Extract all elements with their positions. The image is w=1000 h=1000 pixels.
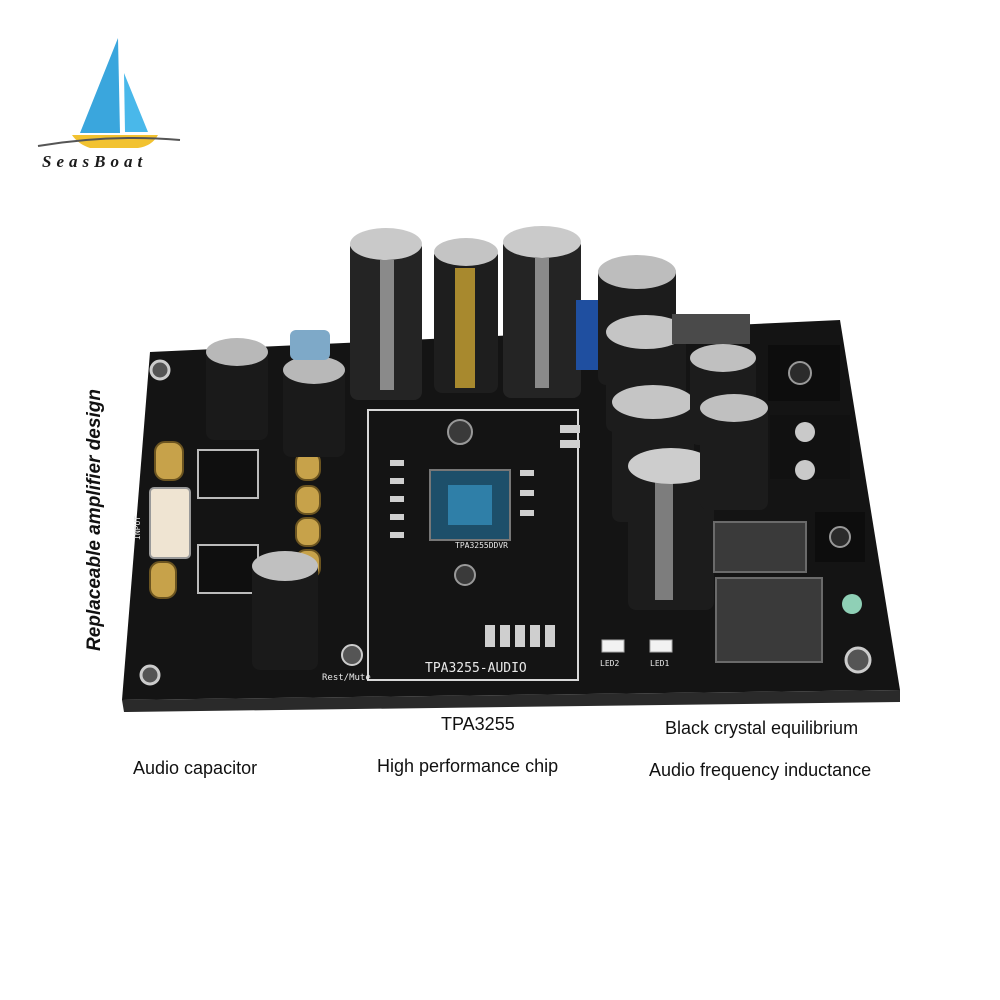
chip-silkscreen-frame [367, 409, 579, 681]
input-label: INPUT [133, 516, 142, 540]
tpa3255-chip-die [448, 485, 492, 525]
caption-inductance-title: Black crystal equilibrium [665, 718, 859, 738]
audio-inductors [672, 314, 823, 663]
brand-logo [37, 38, 181, 148]
led [601, 639, 625, 653]
pcb-edge [122, 690, 900, 712]
electrolytic-capacitors-left [206, 330, 345, 670]
board-silkscreen-name: TPA3255-AUDIO [425, 661, 527, 676]
brand-name: SeasBoat [42, 152, 148, 171]
led2-label: LED2 [600, 659, 619, 668]
blue-capacitor [576, 300, 600, 370]
electrolytic-capacitors-right [598, 255, 768, 610]
smd-components [390, 425, 580, 647]
logo-wave [37, 137, 181, 147]
power-capacitors [350, 226, 581, 400]
input-connector [149, 487, 191, 559]
audio-capacitors-small [149, 441, 321, 599]
opamp-chip [197, 449, 259, 499]
output-terminals [768, 345, 865, 614]
mount-hole [149, 359, 171, 381]
caption-chip-title: TPA3255 [441, 714, 515, 734]
chip-hole [454, 564, 476, 586]
opamp-chip [197, 544, 259, 594]
reset-mute-button [341, 644, 363, 666]
led1-label: LED1 [650, 659, 669, 668]
logo-sail-main [80, 38, 120, 133]
mount-hole [139, 664, 161, 686]
mount-hole [844, 646, 872, 674]
caption-chip-subtitle: High performance chip [377, 756, 559, 776]
chip-marking: TPA3255DDVR [455, 541, 508, 550]
chip-hole [447, 419, 473, 445]
caption-replaceable: Replaceable amplifier design [84, 389, 105, 651]
caption-audio-capacitor: Audio capacitor [133, 758, 258, 778]
logo-sail-small [124, 73, 148, 132]
caption-inductance-subtitle: Audio frequency inductance [649, 760, 872, 780]
led [649, 639, 673, 653]
reset-mute-label: Rest/Mute [322, 673, 371, 683]
